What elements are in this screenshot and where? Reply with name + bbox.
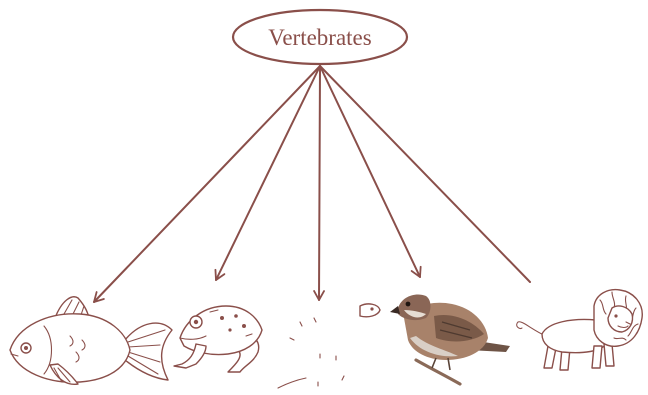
root-label: Vertebrates: [268, 25, 371, 50]
arrow-to-frog: [216, 66, 320, 280]
arrow-to-fish: [94, 66, 320, 302]
arrow-to-sparrow: [320, 66, 420, 277]
line-to-lion: [320, 66, 530, 282]
connector-arrows: [94, 66, 530, 302]
root-node: Vertebrates: [233, 10, 407, 64]
sparrow-icon: [390, 295, 510, 385]
frog-icon: [174, 306, 262, 372]
fish-icon: [10, 297, 172, 384]
lion-icon: [517, 290, 643, 370]
snake-icon: [278, 304, 380, 388]
arrow-to-snake: [319, 66, 320, 300]
